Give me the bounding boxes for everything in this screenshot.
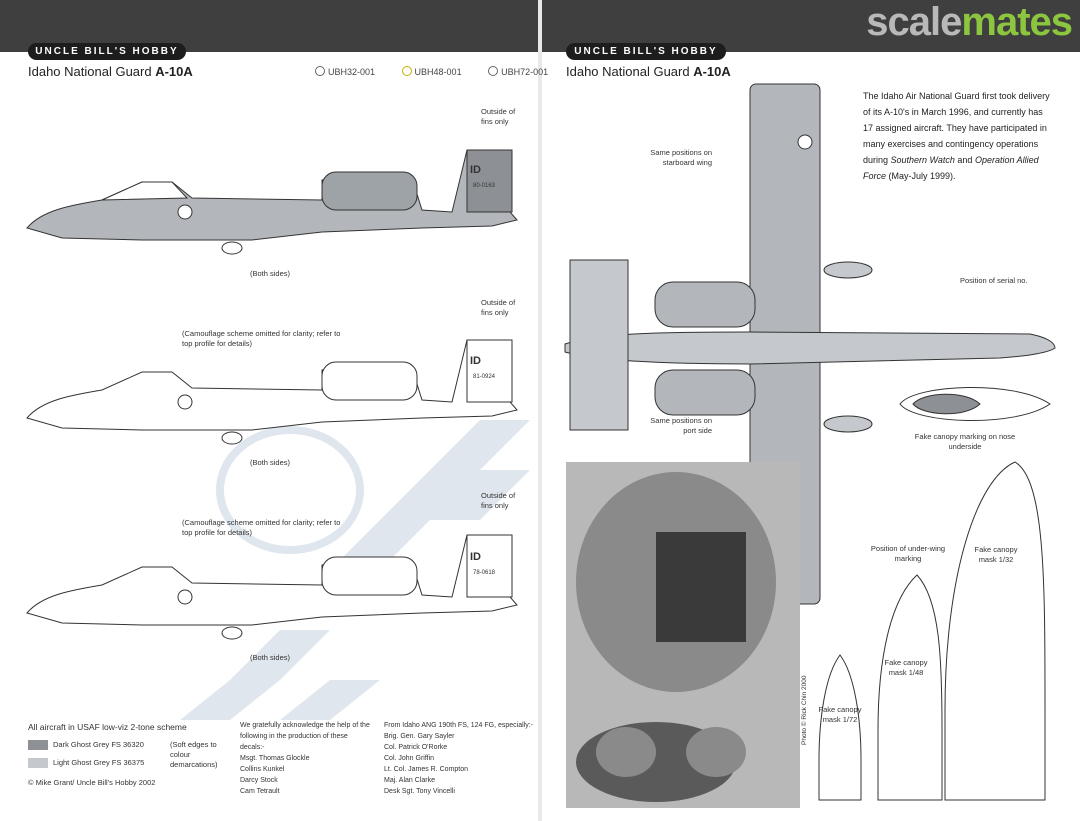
left-title-bold: A-10A bbox=[155, 64, 193, 79]
tail-serial-2: 81-0924 bbox=[473, 374, 496, 380]
tail-code-2: ID bbox=[470, 355, 481, 367]
copyright: © Mike Grant/ Uncle Bill's Hobby 2002 bbox=[28, 778, 156, 787]
unit-name: Col. Patrick O'Rorke bbox=[384, 744, 448, 751]
scale-options: UBH32-001 UBH48-001 UBH72-001 bbox=[315, 66, 572, 77]
tail-serial-1: 80-0163 bbox=[473, 183, 496, 189]
tail-serial-3: 78-0618 bbox=[473, 570, 496, 576]
tail-code-1: ID bbox=[470, 164, 481, 176]
scale-option-72[interactable]: UBH72-001 bbox=[488, 66, 560, 77]
camo-note-3: (Camouflage scheme omitted for clarity; … bbox=[182, 518, 341, 537]
unit-name: Brig. Gen. Gary Sayler bbox=[384, 733, 455, 740]
color-light-ghost-grey: Light Ghost Grey FS 36375 bbox=[28, 758, 144, 769]
scale-option-32[interactable]: UBH32-001 bbox=[315, 66, 387, 77]
right-banner: UNCLE BILL'S HOBBY bbox=[566, 43, 726, 60]
unit-name: Maj. Alan Clarke bbox=[384, 777, 435, 784]
scalemates-logo[interactable]: scalemates bbox=[866, 0, 1073, 44]
southern-watch: Southern Watch bbox=[890, 155, 955, 165]
left-banner: UNCLE BILL'S HOBBY bbox=[28, 43, 186, 60]
unit-name: Col. John Griffin bbox=[384, 755, 435, 762]
scale-option-48[interactable]: UBH48-001 bbox=[401, 66, 474, 77]
soft-edges-note: (Soft edges to colour demarcations) bbox=[170, 740, 218, 769]
light-grey-swatch bbox=[28, 758, 48, 769]
outside-fins-note-1: Outside of fins only bbox=[481, 107, 516, 126]
dark-grey-swatch bbox=[28, 740, 48, 751]
fake-canopy-underside-label: Fake canopy marking on nose underside bbox=[914, 432, 1016, 451]
outside-fins-note-2: Outside of fins only bbox=[481, 298, 516, 317]
radio-icon bbox=[315, 66, 325, 76]
mask-32-label: Fake canopy mask 1/32 bbox=[974, 545, 1018, 564]
ack-name: Collins Kunkel bbox=[240, 766, 285, 773]
camo-note-2: (Camouflage scheme omitted for clarity; … bbox=[182, 329, 341, 348]
aircraft-profile-3 bbox=[26, 534, 518, 640]
cockpit-photo-image bbox=[566, 462, 800, 808]
aircraft-profile-2 bbox=[26, 339, 518, 445]
scheme-heading: All aircraft in USAF low-viz 2-tone sche… bbox=[28, 722, 187, 732]
mask-48-label: Fake canopy mask 1/48 bbox=[884, 658, 928, 677]
same-positions-starboard: Same positions on starboard wing bbox=[650, 148, 712, 167]
outside-fins-note-3: Outside of fins only bbox=[481, 491, 516, 510]
serial-position-note: Position of serial no. bbox=[960, 276, 1028, 285]
canopy-masks bbox=[818, 461, 1046, 801]
unit-name: Lt. Col. James R. Compton bbox=[384, 766, 469, 773]
photo-credit: Photo © Rick Chin 2000 bbox=[801, 675, 808, 745]
ack-name: Darcy Stock bbox=[240, 777, 278, 784]
ack-heading: We gratefully acknowledge the help of th… bbox=[240, 722, 370, 751]
both-sides-note-2: (Both sides) bbox=[250, 458, 291, 467]
operation-allied-force: Operation Allied Force bbox=[863, 155, 1039, 181]
logo-part-1: scale bbox=[866, 0, 962, 44]
underwing-marking-note: Position of under-wing marking bbox=[870, 544, 946, 563]
page-gutter bbox=[538, 0, 542, 821]
right-page-title: Idaho National Guard A-10A bbox=[566, 64, 731, 79]
both-sides-note-1: (Both sides) bbox=[250, 269, 291, 278]
tail-code-3: ID bbox=[470, 551, 481, 563]
unit-name: Desk Sgt. Tony Vincelli bbox=[384, 788, 455, 795]
color-dark-ghost-grey: Dark Ghost Grey FS 36320 bbox=[28, 740, 144, 751]
ack-name: Msgt. Thomas Glockle bbox=[240, 755, 310, 762]
unit-credits-block: From Idaho ANG 190th FS, 124 FG, especia… bbox=[384, 720, 534, 797]
same-positions-port: Same positions on port side bbox=[650, 416, 712, 435]
both-sides-note-3: (Both sides) bbox=[250, 653, 291, 662]
right-title-bold: A-10A bbox=[693, 64, 731, 79]
ack-name: Cam Tetrault bbox=[240, 788, 280, 795]
logo-part-2: mates bbox=[961, 0, 1073, 44]
unit-heading: From Idaho ANG 190th FS, 124 FG, especia… bbox=[384, 722, 534, 729]
intro-paragraph: The Idaho Air National Guard first took … bbox=[863, 91, 1050, 181]
left-page-title: Idaho National Guard A-10A bbox=[28, 64, 193, 79]
acknowledgement-block: We gratefully acknowledge the help of th… bbox=[240, 720, 370, 797]
right-title-prefix: Idaho National Guard bbox=[566, 64, 694, 79]
left-title-prefix: Idaho National Guard bbox=[28, 64, 156, 79]
fake-canopy-underside bbox=[899, 386, 1051, 422]
mask-72-label: Fake canopy mask 1/72 bbox=[818, 705, 862, 724]
aircraft-profile-1 bbox=[26, 149, 518, 255]
radio-icon bbox=[488, 66, 499, 76]
radio-icon bbox=[401, 66, 412, 76]
cockpit-photo bbox=[566, 462, 800, 808]
